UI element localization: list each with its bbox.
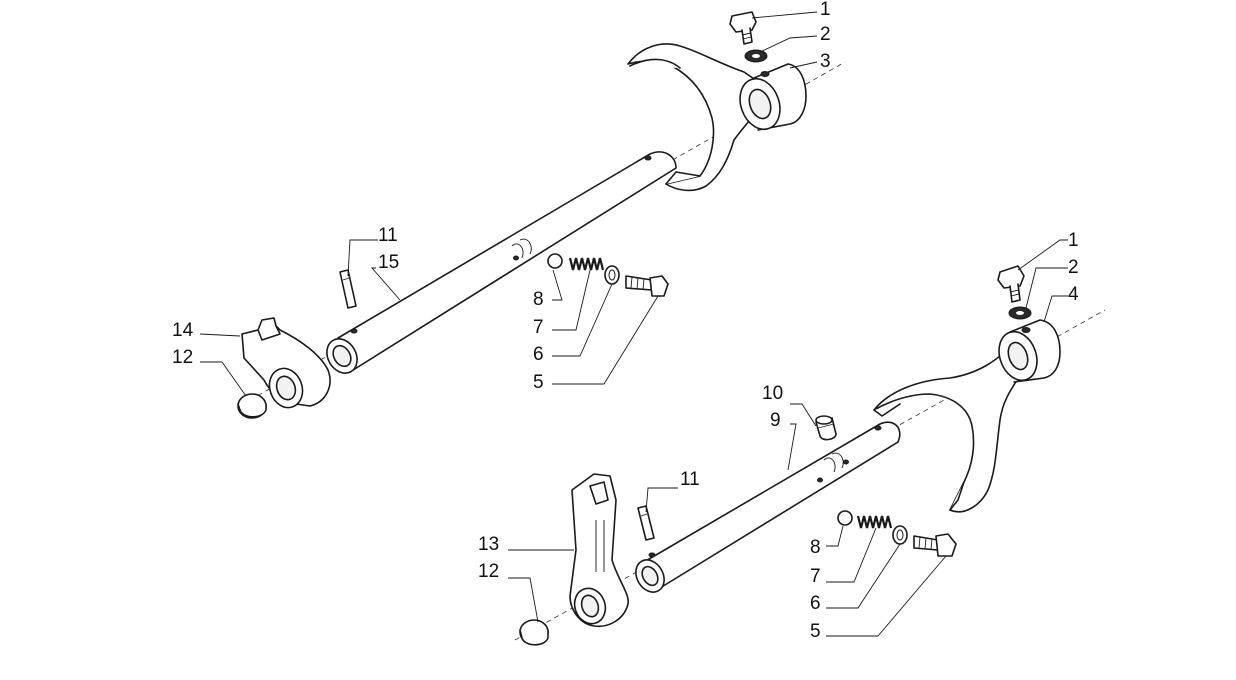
lower-callout-11: 11 — [680, 469, 700, 490]
lower-leader-8 — [826, 525, 844, 547]
lower-plug — [519, 619, 549, 646]
upper-callout-6: 6 — [533, 344, 544, 365]
upper-washer — [744, 49, 768, 63]
lower-shift-lever — [569, 473, 629, 628]
lower-callout-2: 2 — [1068, 257, 1079, 278]
upper-callout-1: 1 — [820, 0, 831, 20]
lower-leader-12 — [508, 577, 539, 623]
lower-roll-pin — [637, 505, 655, 541]
upper-shaft — [326, 151, 677, 374]
lower-callout-1: 1 — [1068, 230, 1079, 251]
lower-callout-8: 8 — [810, 537, 821, 558]
upper-detent-spring — [568, 257, 605, 271]
upper-callout-12: 12 — [172, 347, 193, 368]
lower-shaft — [635, 421, 901, 593]
upper-callout-2: 2 — [820, 24, 831, 45]
lower-callout-13: 13 — [478, 534, 499, 555]
lower-leader-6 — [826, 543, 901, 609]
upper-leader-12 — [200, 361, 247, 397]
upper-callout-5: 5 — [533, 372, 544, 393]
upper-leader-8 — [552, 269, 563, 301]
upper-leader-14 — [199, 333, 241, 337]
upper-assembly: 1 2 3 11 15 14 12 8 7 6 5 — [172, 0, 846, 419]
upper-detent-ball — [547, 253, 563, 269]
upper-leader-1 — [751, 11, 818, 19]
upper-leader-11 — [347, 239, 378, 277]
upper-shift-fork — [627, 43, 771, 192]
upper-plug-screw — [625, 275, 669, 297]
lower-assembly: 1 2 4 10 9 11 13 12 8 7 6 5 — [478, 230, 1106, 646]
upper-callout-8: 8 — [533, 289, 544, 310]
lower-leader-5 — [826, 555, 947, 637]
upper-sealing-washer — [604, 265, 620, 285]
lower-callout-4: 4 — [1068, 284, 1079, 305]
upper-callout-3: 3 — [820, 51, 831, 72]
lower-sealing-washer — [892, 525, 908, 545]
upper-callout-11: 11 — [378, 225, 398, 246]
lower-callout-9: 9 — [770, 410, 781, 431]
lower-leader-1 — [1017, 239, 1068, 271]
lower-callout-10: 10 — [762, 383, 783, 404]
lower-leader-7 — [826, 527, 877, 583]
lower-bolt — [997, 265, 1025, 303]
upper-leader-7 — [552, 269, 591, 331]
lower-callout-7: 7 — [810, 566, 821, 587]
lower-leader-9 — [787, 423, 797, 471]
upper-shift-lever — [241, 317, 331, 409]
upper-callout-14: 14 — [172, 320, 194, 341]
lower-detent-pin — [815, 415, 837, 441]
lower-detent-ball — [837, 510, 853, 526]
upper-leader-6 — [552, 283, 613, 357]
upper-plug — [237, 393, 267, 419]
upper-leader-15 — [371, 267, 401, 301]
lower-callout-5: 5 — [810, 621, 821, 642]
upper-leader-2 — [759, 35, 818, 53]
lower-leader-11 — [645, 487, 678, 513]
lower-shift-fork — [873, 337, 1035, 513]
lower-callout-12: 12 — [478, 561, 499, 582]
lower-leader-2 — [1025, 267, 1068, 309]
lower-leader-10 — [790, 403, 817, 427]
upper-callout-15: 15 — [378, 252, 399, 273]
upper-callout-7: 7 — [533, 317, 544, 338]
lower-detent-spring — [856, 515, 893, 529]
upper-roll-pin — [339, 269, 357, 309]
lower-leader-4 — [1043, 295, 1068, 323]
lower-plug-screw — [913, 533, 957, 557]
upper-leader-3 — [789, 61, 818, 69]
lower-washer — [1008, 306, 1032, 320]
upper-fork-hub — [739, 63, 807, 131]
upper-leader-5 — [552, 295, 659, 385]
lower-fork-hub — [998, 319, 1061, 383]
lower-callout-6: 6 — [810, 593, 821, 614]
upper-bolt — [729, 11, 757, 45]
